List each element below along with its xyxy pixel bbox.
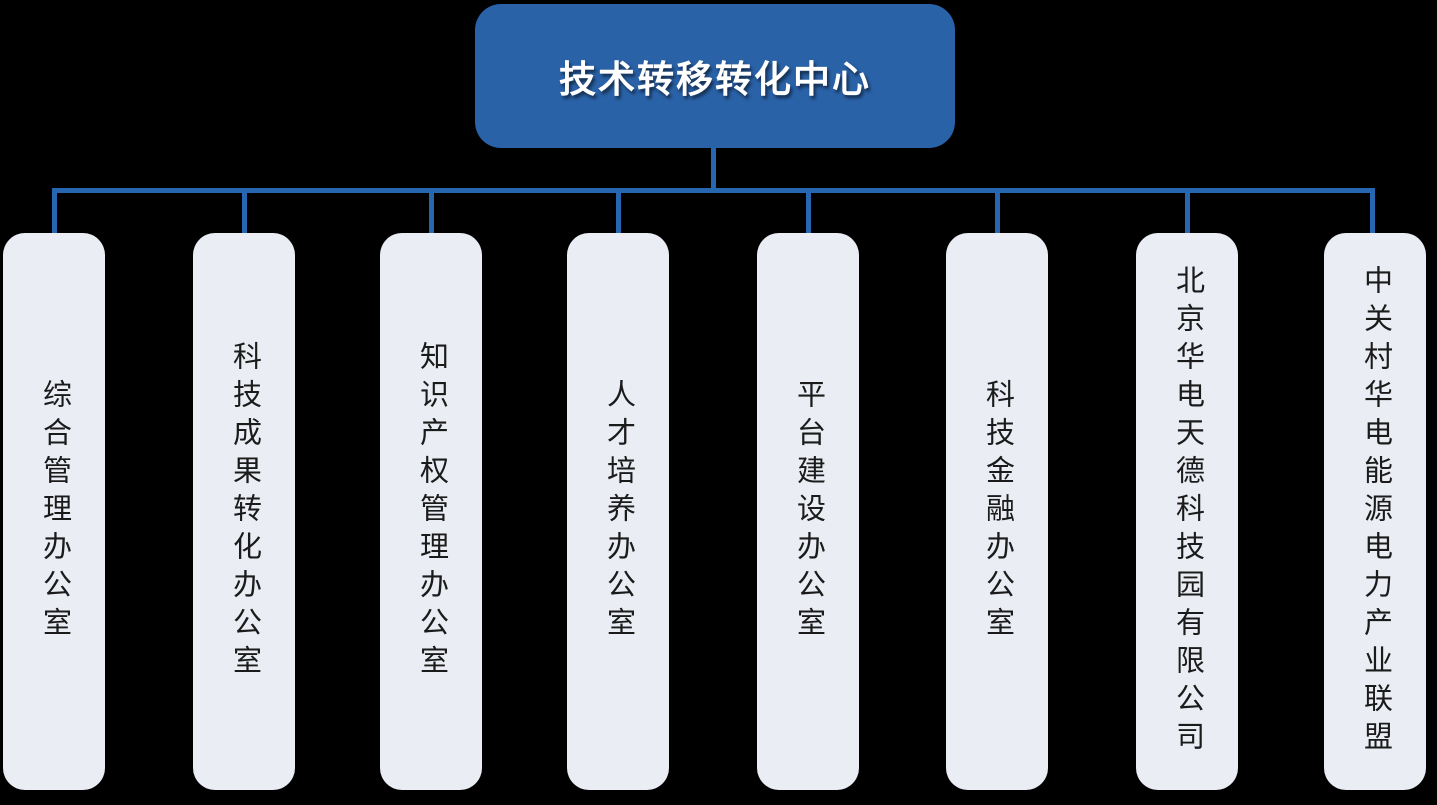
child-node-label: 知识产权管理办公室: [415, 340, 448, 683]
connector-drop-5: [806, 191, 811, 234]
child-node-label: 人才培养办公室: [602, 378, 635, 645]
connector-drop-2: [242, 191, 247, 234]
connector-drop-8: [1370, 191, 1375, 234]
child-node-tiande-science-park: 北京华电天德科技园有限公司: [1136, 233, 1238, 790]
child-node-ip-management: 知识产权管理办公室: [380, 233, 482, 790]
child-node-label: 科技成果转化办公室: [228, 340, 261, 683]
child-node-talent-training: 人才培养办公室: [567, 233, 669, 790]
child-node-label: 中关村华电能源电力产业联盟: [1359, 264, 1392, 759]
child-node-label: 科技金融办公室: [981, 378, 1014, 645]
child-node-achievement-transformation: 科技成果转化办公室: [193, 233, 295, 790]
connector-drop-3: [429, 191, 434, 234]
connector-rail: [52, 188, 1375, 193]
connector-drop-1: [52, 191, 57, 234]
child-node-general-management: 综合管理办公室: [3, 233, 105, 790]
root-node: 技术转移转化中心: [475, 4, 955, 148]
child-node-label: 北京华电天德科技园有限公司: [1171, 264, 1204, 759]
connector-drop-6: [995, 191, 1000, 234]
connector-drop-4: [616, 191, 621, 234]
child-node-energy-power-alliance: 中关村华电能源电力产业联盟: [1324, 233, 1426, 790]
connector-drop-7: [1185, 191, 1190, 234]
child-node-platform-construction: 平台建设办公室: [757, 233, 859, 790]
connector-trunk: [711, 148, 716, 191]
child-node-tech-finance: 科技金融办公室: [946, 233, 1048, 790]
root-node-label: 技术转移转化中心: [559, 59, 871, 100]
child-node-label: 平台建设办公室: [792, 378, 825, 645]
child-node-label: 综合管理办公室: [38, 378, 71, 645]
